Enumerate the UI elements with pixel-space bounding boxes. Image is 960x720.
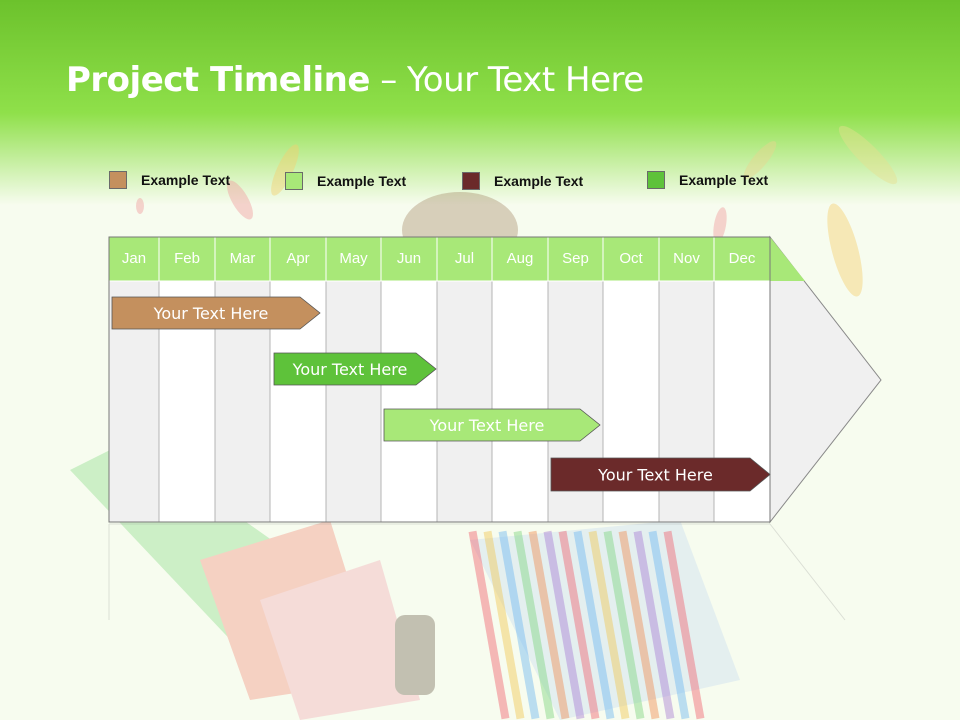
month-column: [380, 280, 438, 523]
task-arrow: [273, 352, 437, 386]
month-label-aug: Aug: [506, 250, 534, 267]
month-header-cell: [658, 236, 715, 282]
legend-label: Example Text: [141, 172, 231, 188]
month-header-cell: [380, 236, 438, 282]
month-label-jun: Jun: [396, 250, 422, 267]
legend-item: Example Text: [109, 171, 230, 189]
page-title: Project Timeline – Your Text Here: [66, 60, 644, 100]
month-label-oct: Oct: [619, 250, 643, 267]
legend-swatch: [647, 171, 665, 189]
task-label: Your Text Here: [597, 466, 713, 485]
legend-item: Example Text: [285, 172, 406, 190]
task-label: Your Text Here: [292, 360, 408, 379]
timeline-arrowhead-green: [770, 237, 805, 281]
month-label-feb: Feb: [174, 250, 200, 267]
month-header-cell: [158, 236, 216, 282]
task-arrow: [550, 457, 771, 492]
timeline-reflection: [108, 523, 846, 621]
month-header-cell: [214, 236, 271, 282]
month-header-cell: [436, 236, 493, 282]
month-label-jul: Jul: [454, 250, 475, 267]
task-label: Your Text Here: [153, 304, 269, 323]
month-header-cell: [602, 236, 660, 282]
legend-swatch: [285, 172, 303, 190]
month-label-jan: Jan: [121, 250, 147, 267]
month-label-dec: Dec: [728, 250, 756, 267]
legend-label: Example Text: [679, 172, 769, 188]
legend-label: Example Text: [494, 173, 584, 189]
title-rest: – Your Text Here: [369, 60, 644, 100]
month-column: [436, 280, 493, 523]
month-label-sep: Sep: [562, 250, 589, 267]
title-bold: Project Timeline: [66, 60, 370, 100]
month-column: [491, 280, 549, 523]
month-header-cell: [491, 236, 549, 282]
month-column: [325, 280, 382, 523]
month-header-cell: [325, 236, 382, 282]
legend-swatch: [462, 172, 480, 190]
task-arrow: [383, 408, 601, 442]
month-label-may: May: [339, 250, 368, 267]
month-label-nov: Nov: [673, 250, 700, 267]
legend-label: Example Text: [317, 173, 407, 189]
month-label-mar: Mar: [229, 250, 256, 267]
legend-item: Example Text: [462, 172, 583, 190]
task-arrow: [111, 296, 321, 330]
month-label-apr: Apr: [286, 250, 310, 267]
legend-swatch: [109, 171, 127, 189]
timeline-frame: [108, 236, 771, 523]
month-header-cell: [713, 236, 771, 282]
legend-item: Example Text: [647, 171, 768, 189]
task-label: Your Text Here: [429, 416, 545, 435]
